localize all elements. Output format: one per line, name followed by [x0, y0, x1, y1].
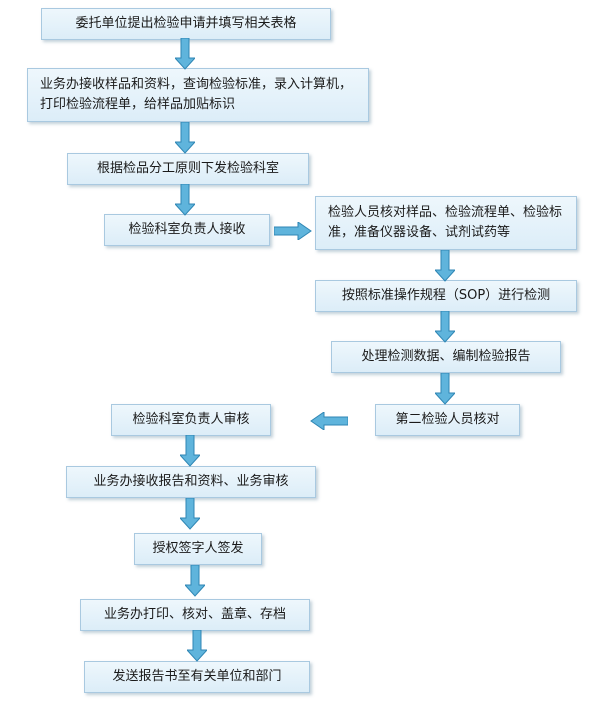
step-business-review: 业务办接收报告和资料、业务审核	[66, 466, 316, 498]
step-second-check: 第二检验人员核对	[375, 404, 520, 436]
arrow-down-icon	[175, 122, 195, 154]
step-label: 委托单位提出检验申请并填写相关表格	[75, 16, 297, 31]
arrow-down-icon	[435, 250, 455, 282]
step-label: 授权签字人签发	[152, 541, 244, 556]
step-authorized-sign: 授权签字人签发	[134, 533, 262, 565]
arrow-right-icon	[274, 222, 312, 240]
arrow-down-icon	[187, 630, 207, 662]
step-label: 发送报告书至有关单位和部门	[112, 669, 282, 684]
step-label: 业务办打印、核对、盖章、存档	[103, 607, 286, 622]
arrow-down-icon	[185, 565, 205, 597]
step-label: 检验人员核对样品、检验流程单、检验标准，准备仪器设备、试剂试药等	[328, 205, 563, 240]
step-label: 处理检测数据、编制检验报告	[361, 349, 531, 364]
arrow-left-icon	[310, 412, 348, 430]
arrow-down-icon	[435, 311, 455, 343]
arrow-down-icon	[180, 498, 200, 530]
step-process-data: 处理检测数据、编制检验报告	[331, 341, 561, 373]
step-label: 检验科室负责人接收	[128, 222, 246, 237]
arrow-down-icon	[175, 184, 195, 216]
step-submit-application: 委托单位提出检验申请并填写相关表格	[41, 8, 331, 40]
step-label: 业务办接收样品和资料，查询检验标准，录入计算机，打印检验流程单，给样品加贴标识	[40, 77, 353, 112]
step-inspector-check: 检验人员核对样品、检验流程单、检验标准，准备仪器设备、试剂试药等	[315, 196, 577, 250]
step-label: 根据检品分工原则下发检验科室	[96, 161, 279, 176]
step-label: 业务办接收报告和资料、业务审核	[93, 474, 289, 489]
step-label: 按照标准操作规程（SOP）进行检测	[341, 288, 551, 303]
step-label: 检验科室负责人审核	[132, 412, 250, 427]
step-receive-samples: 业务办接收样品和资料，查询检验标准，录入计算机，打印检验流程单，给样品加贴标识	[27, 68, 369, 122]
step-sop-testing: 按照标准操作规程（SOP）进行检测	[315, 280, 577, 312]
arrow-down-icon	[180, 435, 200, 467]
step-lab-head-receive: 检验科室负责人接收	[104, 214, 270, 246]
arrow-down-icon	[175, 38, 195, 70]
step-print-archive: 业务办打印、核对、盖章、存档	[80, 599, 310, 631]
step-label: 第二检验人员核对	[395, 412, 500, 427]
step-dispatch-lab: 根据检品分工原则下发检验科室	[67, 153, 309, 185]
step-send-report: 发送报告书至有关单位和部门	[84, 661, 310, 693]
step-lab-head-review: 检验科室负责人审核	[111, 404, 271, 436]
arrow-down-icon	[435, 373, 455, 405]
